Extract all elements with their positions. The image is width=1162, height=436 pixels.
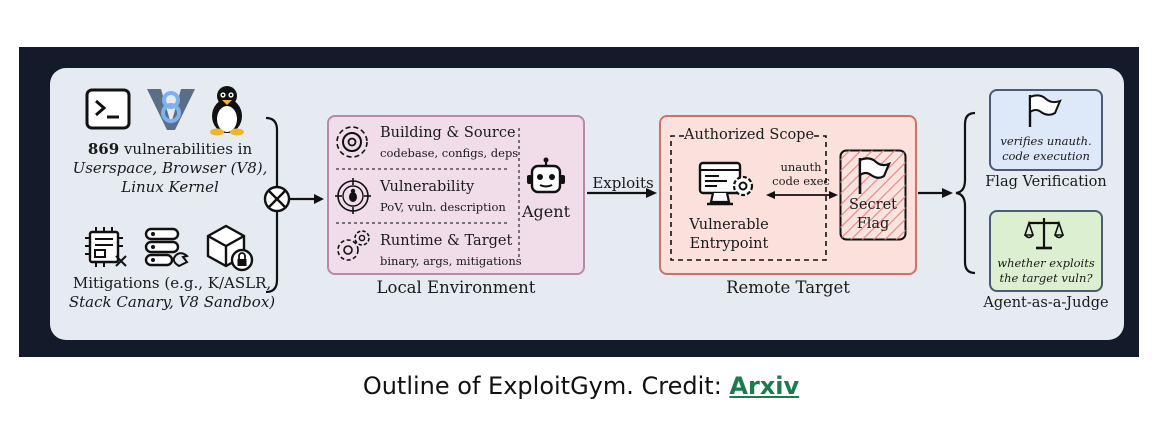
gear-icon [336,126,368,158]
remote-target-label: Remote Target [726,278,850,297]
targets-line1: Userspace, Browser (V8), [72,159,268,177]
building-title: Building & Source [380,125,516,141]
judge-line2: the target vuln? [999,271,1093,285]
local-environment-box [327,115,585,275]
gears-icon [337,230,370,261]
secret-flag-box [839,149,907,241]
local-environment-label: Local Environment [376,278,536,297]
linux-penguin-icon [210,86,244,136]
entrypoint-line1: Vulnerable [689,217,769,233]
authorized-scope-label: Authorized Scope [684,127,815,143]
vuln-count-label: vulnerabilities in [123,140,253,158]
code-exec-label: code exec [772,174,830,188]
judge-line1: whether exploits [997,256,1095,270]
vuln-count: 869 [87,140,120,158]
targets-line2: Linux Kernel [121,178,219,196]
entrypoint-line2: Entrypoint [689,236,769,252]
chip-icon [85,227,127,267]
caption-text: Outline of ExploitGym. Credit: [362,372,730,400]
terminal-icon [85,88,131,130]
agent-judge-label: Agent-as-a-Judge [983,295,1109,311]
exploits-label: Exploits [592,174,654,192]
mitigations-line2: Stack Canary, V8 Sandbox) [68,293,276,311]
secret-label: Secret [849,197,897,213]
bug-target-icon [335,178,371,214]
flag-icon [1028,94,1062,127]
figure-caption: Outline of ExploitGym. Credit: Arxiv [0,372,1162,400]
vulnerability-title: Vulnerability [380,179,475,195]
runtime-title: Runtime & Target [380,233,513,249]
flag-verification-label: Flag Verification [985,174,1107,190]
robot-icon [527,157,565,194]
unauth-label: unauth [780,160,822,174]
v8-logo-icon [147,89,195,130]
runtime-subtitle: binary, args, mitigations [380,254,522,268]
flag-label: Flag [856,216,890,232]
verify-line1: verifies unauth. [1000,134,1092,148]
server-icon [144,227,189,268]
agent-label: Agent [522,202,570,221]
secure-box-icon [206,224,254,272]
arxiv-link[interactable]: Arxiv [729,372,800,400]
vulnerability-subtitle: PoV, vuln. description [380,200,506,214]
building-subtitle: codebase, configs, deps [380,146,519,160]
flag-icon [858,157,892,194]
verify-line2: code execution [1002,149,1090,163]
scales-icon [1023,218,1065,250]
mitigations-line1: Mitigations (e.g., K/ASLR, [72,274,272,292]
computer-gear-icon [698,161,754,206]
